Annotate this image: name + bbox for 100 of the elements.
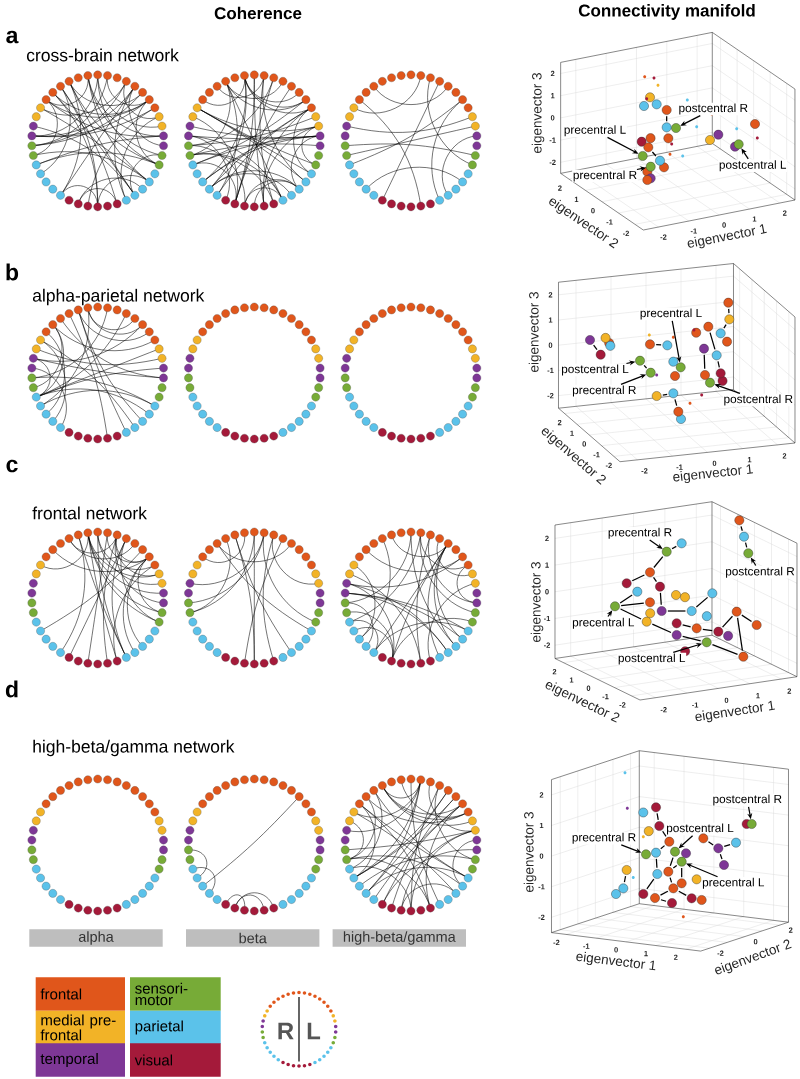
link-line [631, 574, 645, 582]
data-point [691, 623, 702, 634]
band-label-bar: high-beta/gamma [332, 929, 466, 947]
data-point [699, 343, 709, 354]
link-line [709, 332, 716, 350]
network-title: frontal network [32, 506, 147, 520]
data-point [641, 849, 651, 860]
data-point [638, 889, 649, 899]
data-point [724, 314, 735, 325]
link-line [662, 393, 668, 396]
data-point [645, 367, 656, 378]
link-line [643, 364, 648, 369]
annotation-label: precentral L [571, 617, 636, 630]
link-line [666, 115, 668, 122]
network-title: alpha-parietal network [32, 288, 205, 306]
data-point [585, 335, 595, 345]
link-line [721, 615, 734, 628]
data-point [643, 142, 654, 153]
column-heading: Connectivity manifold [578, 4, 755, 20]
data-point [698, 833, 709, 844]
link-line [667, 610, 687, 612]
link-line [719, 853, 723, 860]
data-point [651, 802, 661, 813]
link-line [736, 617, 744, 652]
data-point [663, 866, 674, 877]
network-title: cross-brain network [26, 48, 179, 62]
link-line [671, 545, 677, 550]
data-point [641, 616, 652, 627]
annotation-label: postcentral R [724, 566, 796, 579]
data-point [715, 368, 726, 379]
annotation-label: postcentral R [677, 102, 749, 116]
data-point [670, 846, 680, 857]
leader-arrow [686, 863, 719, 878]
data-point [651, 847, 661, 858]
link-line [674, 398, 678, 407]
data-point [621, 578, 632, 589]
leader-arrow [606, 610, 613, 618]
legend-label: temporal [40, 1053, 98, 1067]
data-point [701, 637, 712, 648]
data-point [645, 339, 655, 350]
data-point [662, 340, 673, 351]
data-point [703, 321, 714, 332]
data-point [700, 370, 710, 380]
link-line [702, 628, 713, 632]
annotation-label: precentral R [571, 832, 637, 845]
link-line [744, 542, 748, 548]
link-line [672, 864, 678, 869]
legend-label: frontal [40, 988, 82, 1000]
annotation-label: precentral R [571, 384, 638, 398]
data-point [734, 515, 745, 526]
data-point [654, 821, 665, 831]
data-point [621, 865, 632, 875]
leader-arrow [649, 539, 663, 549]
link-line [682, 624, 692, 628]
data-point [731, 837, 741, 848]
data-point [661, 546, 672, 557]
data-point [723, 297, 734, 308]
link-line [659, 592, 662, 606]
data-point [715, 328, 726, 339]
data-point [743, 548, 754, 559]
link-line [660, 899, 667, 902]
data-point [632, 586, 643, 597]
legend-label: sensori- motor [135, 982, 188, 1006]
hemisphere-letter: R [278, 1022, 294, 1040]
link-line [619, 608, 642, 620]
link-line [703, 354, 706, 370]
data-point [645, 597, 655, 608]
link-line [655, 858, 658, 869]
axis-title: eigenvector 3 [523, 812, 537, 892]
data-point [719, 860, 729, 870]
annotation-label: postcentral L [617, 652, 687, 666]
annotation-label: precentral R [572, 169, 638, 183]
link-line [659, 890, 669, 896]
data-point [610, 601, 620, 612]
data-point [707, 588, 718, 599]
link-line [656, 812, 659, 821]
leader-arrow [741, 148, 749, 160]
axis-title: eigenvector 3 [531, 73, 545, 153]
data-point [705, 377, 715, 388]
link-line [651, 623, 672, 634]
data-point [651, 391, 662, 401]
data-point [652, 869, 663, 879]
data-point [661, 105, 672, 115]
panel-letter: c [6, 459, 18, 473]
link-line [619, 594, 633, 604]
legend-label: medial pre-frontal [40, 1014, 116, 1041]
network-title: high-beta/gamma network [33, 739, 235, 757]
data-point [671, 618, 682, 629]
data-point [618, 883, 629, 894]
data-point [731, 606, 742, 617]
annotation-label: precentral L [639, 307, 703, 321]
band-label-bar: alpha [29, 929, 163, 947]
data-point [751, 620, 762, 630]
data-point [637, 151, 648, 161]
link-line [740, 525, 743, 532]
link-line [711, 643, 739, 656]
link-line [620, 602, 645, 607]
annotation-label: precentral L [701, 877, 766, 890]
link-line [651, 151, 657, 157]
annotation-label: postcentral L [560, 363, 630, 377]
